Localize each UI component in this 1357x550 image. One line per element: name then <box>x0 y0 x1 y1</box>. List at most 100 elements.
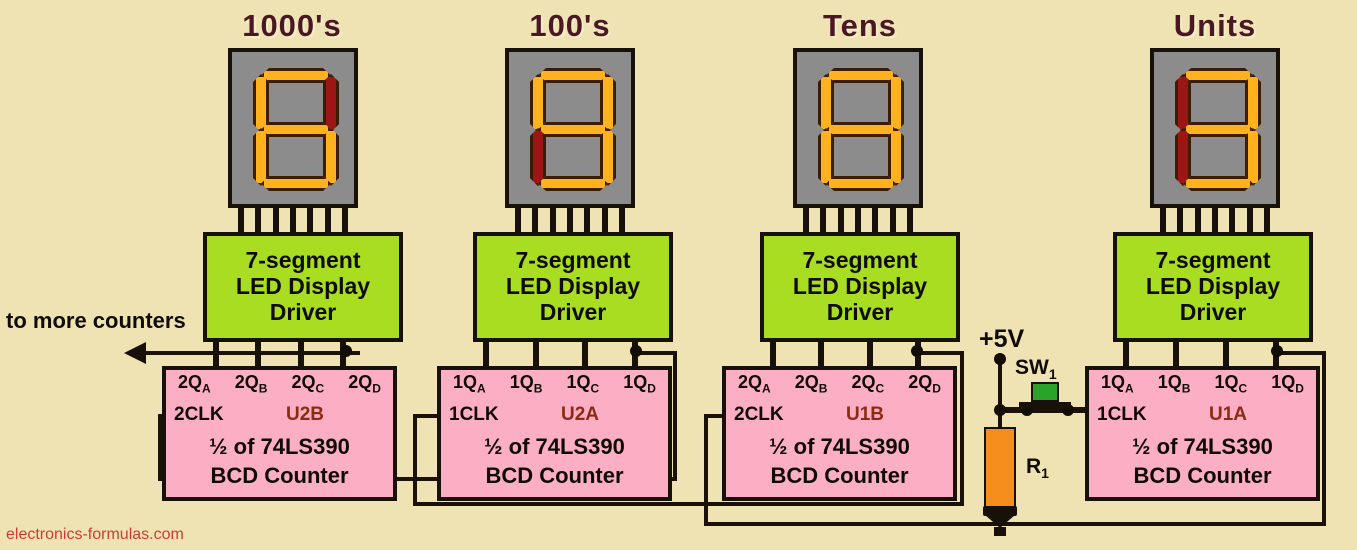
seven-segment-display-hundreds <box>505 48 635 208</box>
display-pins-hundreds <box>515 208 625 238</box>
segment-a-units <box>1183 68 1253 83</box>
segment-g-thousands <box>261 122 331 137</box>
wire-tens-carry-right <box>960 351 964 506</box>
output-qa: 2QA <box>738 372 771 396</box>
bcd-pin-qc <box>866 342 873 372</box>
output-qa: 1QA <box>1101 372 1134 396</box>
bcd-pin-qa <box>770 342 776 372</box>
wire-tens-carry-top <box>915 351 964 355</box>
counter-refdes-units: U1A <box>1209 404 1248 425</box>
digit-title-hundreds: 100's <box>529 8 611 43</box>
driver-line3: Driver <box>539 298 607 325</box>
wire-units-carry-top <box>1277 351 1326 355</box>
led-display-driver-tens: 7-segment LED Display Driver <box>760 232 960 342</box>
wire-hundreds-carry-right <box>673 351 677 481</box>
led-display-driver-units: 7-segment LED Display Driver <box>1113 232 1313 342</box>
driver-line2: LED Display <box>792 273 928 300</box>
digit-title-thousands: 1000's <box>242 8 342 43</box>
segment-d-thousands <box>261 176 331 191</box>
segment-b-units <box>1245 74 1261 132</box>
bcd-counter-units: 1QA 1QB 1QC 1QD 1CLK U1A ½ of 74LS390 BC… <box>1085 366 1320 501</box>
seven-segment-display-units <box>1150 48 1280 208</box>
supply-label: +5V <box>979 325 1025 353</box>
display-pin <box>1194 208 1201 238</box>
segment-f-thousands <box>253 74 269 132</box>
output-qc: 2QC <box>851 372 885 396</box>
display-pin <box>1246 208 1253 238</box>
junction-dot-hundreds-qd <box>630 345 642 357</box>
wire-units-carry-bottom <box>704 522 1326 526</box>
display-pin <box>238 208 244 238</box>
driver-to-counter-pins-tens <box>770 342 921 372</box>
segment-c-hundreds <box>600 128 616 186</box>
bcd-pin-qb <box>255 342 262 372</box>
segment-a-thousands <box>261 68 331 83</box>
output-qd: 2QD <box>348 372 381 396</box>
segment-d-units <box>1183 176 1253 191</box>
driver-line3: Driver <box>1179 298 1247 325</box>
segment-d-hundreds <box>538 176 608 191</box>
counter-output-labels-units: 1QA 1QB 1QC 1QD <box>1089 372 1316 396</box>
counter-output-labels-hundreds: 1QA 1QB 1QC 1QD <box>441 372 668 396</box>
digit-title-tens: Tens <box>822 8 898 43</box>
driver-line1: 7-segment <box>515 247 631 274</box>
ground-symbol-bar <box>983 506 1017 516</box>
counter-refdes-tens: U1B <box>846 404 885 425</box>
junction-dot-thousands-qd <box>340 345 352 357</box>
driver-line2: LED Display <box>505 273 641 300</box>
display-pin <box>837 208 844 238</box>
segment-f-units <box>1175 74 1191 132</box>
segment-c-units <box>1245 128 1261 186</box>
display-pin <box>532 208 539 238</box>
bcd-pin-qa <box>483 342 489 372</box>
bcd-pin-qc <box>1223 342 1229 372</box>
counter-type-thousands: BCD Counter <box>210 463 349 488</box>
output-qb: 1QB <box>1157 372 1191 396</box>
wire-hundreds-carry-top <box>634 351 677 355</box>
segment-c-thousands <box>323 128 339 186</box>
switch-blade[interactable] <box>1019 402 1071 409</box>
display-pin <box>307 208 314 238</box>
display-pin <box>872 208 879 238</box>
ground-symbol-wedge <box>985 515 1015 528</box>
segment-g-hundreds <box>538 122 608 137</box>
driver-line2: LED Display <box>235 273 371 300</box>
bcd-pin-qb <box>532 342 539 372</box>
junction-dot-switch-left <box>994 404 1006 416</box>
display-pin <box>889 208 896 238</box>
counter-part-thousands: ½ of 74LS390 <box>209 434 350 459</box>
driver-line3: Driver <box>826 298 894 325</box>
bcd-pin-qd <box>339 342 346 372</box>
output-qd: 2QD <box>908 372 941 396</box>
bcd-pin-qb <box>1173 342 1179 372</box>
display-pin <box>1211 208 1218 238</box>
segment-e-hundreds <box>530 128 546 186</box>
wire-hundreds-carry-to-thousands-clk <box>158 414 162 481</box>
display-pin <box>1263 208 1270 238</box>
display-pin <box>1177 208 1184 238</box>
push-button-switch[interactable] <box>1031 382 1059 402</box>
led-display-driver-thousands: 7-segment LED Display Driver <box>203 232 403 342</box>
watermark: electronics-formulas.com <box>6 526 184 543</box>
output-qa: 2QA <box>178 372 211 396</box>
wire-switch-line <box>998 407 1110 413</box>
display-pin <box>1160 208 1166 238</box>
output-qc: 1QC <box>1214 372 1248 396</box>
ground-symbol-tip <box>994 527 1006 536</box>
display-pin <box>255 208 262 238</box>
display-pins-units <box>1160 208 1270 238</box>
led-display-driver-hundreds: 7-segment LED Display Driver <box>473 232 673 342</box>
counter-part-units: ½ of 74LS390 <box>1132 434 1273 459</box>
counter-output-labels-thousands: 2QA 2QB 2QC 2QD <box>166 372 393 396</box>
output-qd: 1QD <box>623 372 656 396</box>
counter-clk-label-tens: 2CLK <box>734 404 784 425</box>
wire-to-more-counters <box>146 351 360 355</box>
display-pin <box>1229 208 1236 238</box>
display-pins-tens <box>803 208 913 238</box>
display-pin <box>515 208 521 238</box>
wire-supply-vertical <box>998 357 1002 439</box>
junction-dot-tens-qd <box>911 345 923 357</box>
display-pin <box>549 208 556 238</box>
segment-e-thousands <box>253 128 269 186</box>
wire-tens-carry-to-hundreds-clk <box>413 414 417 506</box>
